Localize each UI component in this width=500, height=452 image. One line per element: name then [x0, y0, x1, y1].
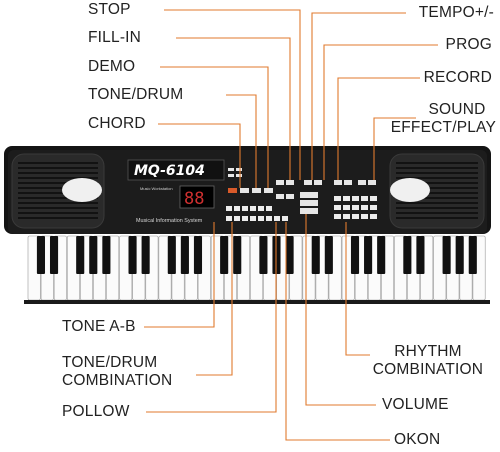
subtitle: Musical Information System — [136, 218, 203, 224]
rhythm-buttons — [334, 196, 377, 219]
leader-stop — [164, 9, 301, 180]
black-key — [220, 236, 229, 274]
black-key — [285, 236, 294, 274]
led-display — [179, 185, 215, 209]
label-sound-line1: SOUND — [428, 101, 486, 118]
leader-tone-drum — [226, 94, 257, 188]
label-chord: CHORD — [88, 115, 146, 132]
model-plate — [127, 159, 225, 181]
label-fill-in: FILL-IN — [88, 29, 142, 46]
black-key — [468, 236, 477, 274]
label-demo: DEMO — [88, 58, 136, 75]
label-tdc-line1: TONE/DRUM — [62, 354, 158, 371]
black-key — [89, 236, 98, 274]
black-key — [193, 236, 203, 274]
black-key — [141, 236, 150, 274]
black-key — [377, 236, 386, 274]
keyboard-bottom-edge — [24, 300, 490, 304]
black-key — [102, 236, 111, 274]
label-okon: OKON — [394, 431, 441, 448]
leader-rhythm — [345, 222, 370, 356]
black-key — [403, 236, 412, 274]
panel-caption: Music Workstation — [140, 186, 173, 191]
label-tone-ab: TONE A-B — [62, 318, 136, 335]
black-key — [364, 236, 373, 274]
black-key — [49, 236, 59, 274]
label-rc-line1: RHYTHM — [394, 343, 462, 360]
leader-okon — [285, 222, 390, 441]
black-key — [233, 236, 242, 274]
leader-tempo — [311, 12, 406, 180]
label-record: RECORD — [423, 69, 492, 86]
leader-volume — [305, 214, 376, 406]
label-rc-line2: COMBINATION — [372, 361, 484, 378]
black-key — [128, 236, 137, 274]
leader-demo — [160, 66, 269, 188]
black-key — [259, 236, 268, 274]
control-buttons — [228, 168, 376, 214]
label-tempo: TEMPO+/- — [418, 4, 494, 21]
black-key — [76, 236, 85, 274]
label-prog: PROG — [445, 36, 492, 53]
leader-record — [337, 77, 420, 180]
right-speaker — [389, 153, 485, 229]
label-sound-line2: EFFECT/PLAY — [390, 119, 496, 136]
black-key — [350, 236, 360, 274]
label-sound-effect: SOUND EFFECT/PLAY — [391, 101, 496, 137]
model-name: MQ-6104 — [134, 163, 205, 179]
black-key — [324, 236, 333, 274]
black-key — [311, 236, 320, 274]
black-key — [442, 236, 451, 274]
label-tone-drum: TONE/DRUM — [88, 86, 184, 103]
left-speaker — [11, 153, 105, 229]
black-key — [36, 236, 46, 274]
tone-buttons — [226, 206, 288, 221]
label-tone-drum-combination: TONE/DRUM COMBINATION — [62, 354, 172, 390]
leader-sound — [373, 117, 416, 180]
black-key — [180, 236, 189, 274]
leader-fill-in — [176, 37, 291, 180]
label-tdc-line2: COMBINATION — [62, 372, 173, 389]
leader-pollow — [146, 222, 277, 413]
label-stop: STOP — [88, 1, 131, 18]
black-key — [455, 236, 464, 274]
leader-tone-ab — [144, 222, 215, 328]
black-key — [167, 236, 176, 274]
label-rhythm-combination: RHYTHM COMBINATION — [372, 343, 484, 379]
label-pollow: POLLOW — [62, 403, 130, 420]
leader-chord — [158, 123, 241, 188]
leader-prog — [323, 44, 438, 180]
black-key — [416, 236, 425, 274]
leader-tone-drum-combination — [196, 222, 233, 376]
label-volume: VOLUME — [382, 396, 449, 413]
black-keys — [36, 236, 477, 274]
led-digits: 88 — [184, 189, 204, 209]
